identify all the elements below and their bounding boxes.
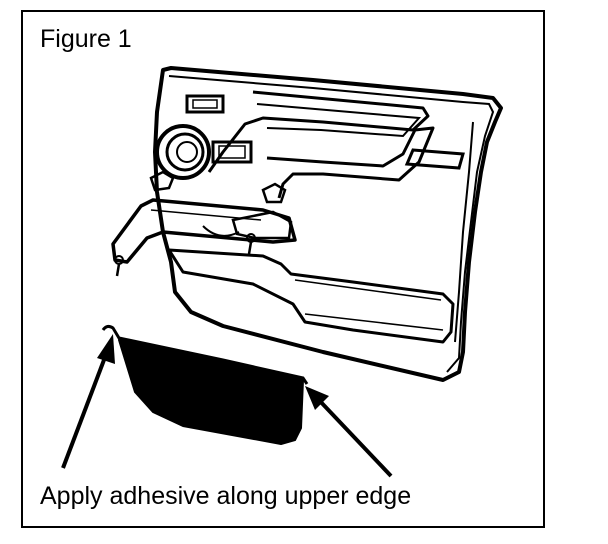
window-switch-outline xyxy=(211,140,253,164)
door-panel-right-edge xyxy=(454,121,474,343)
upper-trim-inner xyxy=(256,103,422,138)
door-panel-illustration xyxy=(61,66,503,478)
lock-switch-inner xyxy=(192,99,218,109)
speaker-inner xyxy=(165,132,205,172)
map-pocket-rim xyxy=(101,324,309,385)
figure-frame: Figure 1 xyxy=(21,10,545,528)
handle-bezel-arc xyxy=(202,225,240,237)
lock-switch-outline xyxy=(185,94,225,114)
upper-clip-right xyxy=(261,182,287,204)
pull-handle-grip xyxy=(231,210,293,240)
screw-right-shank xyxy=(247,241,253,255)
figure-caption: Apply adhesive along upper edge xyxy=(40,482,412,510)
arrow-left-edge xyxy=(61,334,115,469)
lower-panel-inner xyxy=(294,279,442,301)
upper-clip-left xyxy=(149,170,175,192)
map-pocket-body xyxy=(118,339,304,445)
lower-panel-trim xyxy=(167,248,455,344)
figure-title: Figure 1 xyxy=(40,25,132,53)
speaker-outer xyxy=(155,124,211,180)
armrest-recess xyxy=(266,126,435,199)
screw-left-shank xyxy=(115,263,121,277)
arrow-right-edge xyxy=(305,386,393,478)
window-switch-inner xyxy=(218,145,246,159)
door-panel-inner-edge xyxy=(168,75,495,373)
lower-panel-inner-bottom xyxy=(304,313,444,331)
pull-handle xyxy=(111,198,297,264)
speaker-cone xyxy=(176,141,198,163)
pull-cup-recess xyxy=(404,148,465,170)
